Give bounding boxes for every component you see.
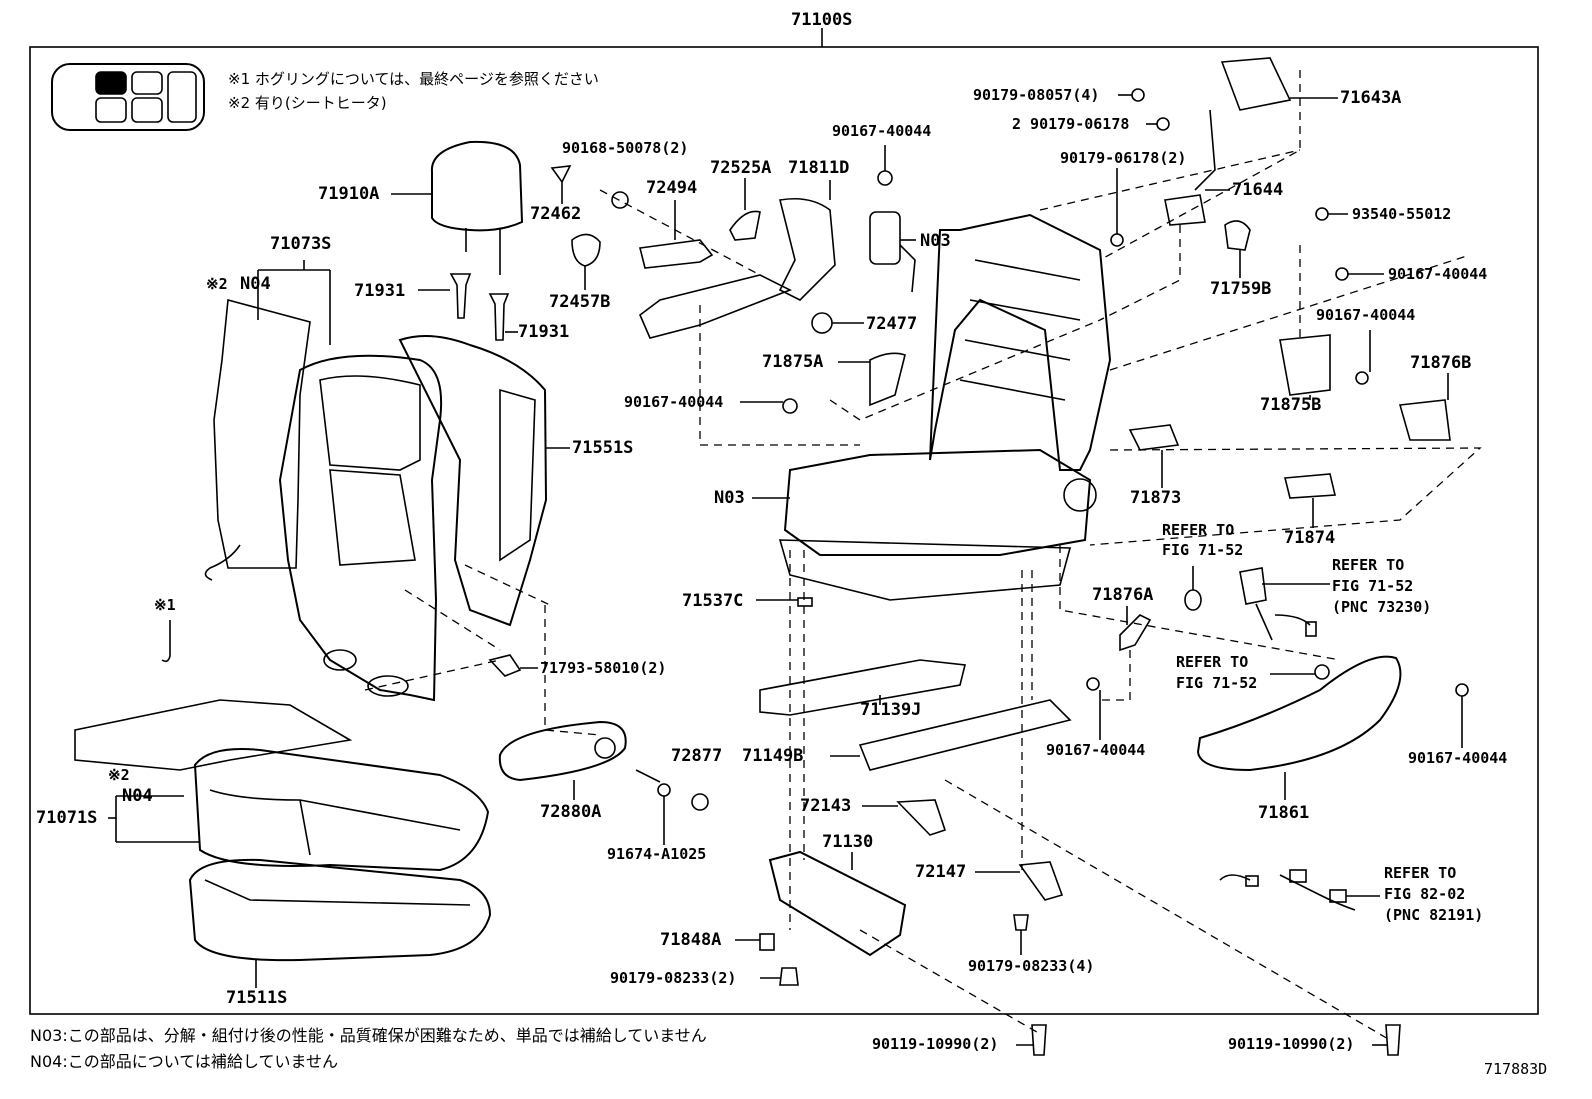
headrest-shape [391, 140, 524, 275]
part-71551S: 71551S [572, 438, 634, 458]
part-71931-a: 71931 [354, 281, 406, 301]
part-72147: 72147 [915, 862, 967, 882]
seat-back [278, 354, 443, 702]
refer-to-4: REFER TO [1384, 864, 1457, 882]
figure-code: 717883D [1484, 1060, 1548, 1078]
note-bottom-n04: N04:この部品については補給していません [30, 1052, 338, 1071]
back-heater-pad [213, 298, 311, 569]
part-90167-40044-g: 90167-40044 [832, 122, 932, 140]
part-71793-58010: 71793-58010(2) [540, 659, 667, 677]
seat-adjuster [768, 850, 907, 957]
part-72143: 72143 [800, 796, 852, 816]
armrest [498, 720, 627, 782]
part-71139J: 71139J [860, 700, 922, 720]
seat-frame [778, 213, 1112, 601]
cushion-pad [188, 858, 492, 962]
part-N04-cushion: N04 [122, 786, 153, 806]
part-90119-10990-a: 90119-10990(2) [872, 1035, 999, 1053]
part-71875B: 71875B [1260, 395, 1322, 415]
refer-to-4-pnc: (PNC 82191) [1384, 906, 1484, 924]
cushion-heater-mat [74, 699, 353, 771]
part-72462: 72462 [530, 204, 582, 224]
part-90179-06178-b: 90179-06178(2) [1060, 149, 1187, 167]
seat-position-icon [51, 63, 205, 131]
part-90179-08057: 90179-08057(4) [973, 86, 1100, 104]
part-71876B: 71876B [1410, 353, 1472, 373]
part-71910A: 71910A [318, 184, 380, 204]
part-72877: 72877 [671, 746, 723, 766]
refer-to-4-fig: FIG 82-02 [1384, 885, 1466, 903]
part-71643A: 71643A [1340, 88, 1402, 108]
part-71874: 71874 [1284, 528, 1336, 548]
part-71861: 71861 [1258, 803, 1310, 823]
refer-to-2-pnc: (PNC 73230) [1332, 598, 1432, 616]
seat-rail-upper [759, 659, 966, 716]
main-part-label: 71100S [791, 10, 853, 30]
part-90167-40044-b: 90167-40044 [1316, 306, 1416, 324]
note-top-2: ※2 有り(シートヒータ) [228, 94, 387, 112]
ref-mark-2-b: ※2 [108, 766, 130, 784]
part-N03-airbag: N03 [920, 231, 951, 251]
part-91674-A1025: 91674-A1025 [607, 845, 707, 863]
part-72525A: 72525A [710, 158, 772, 178]
seat-rail-lower [858, 699, 1072, 771]
part-71073S: 71073S [270, 234, 332, 254]
part-71511S: 71511S [226, 988, 288, 1008]
refer-to-3: REFER TO [1176, 653, 1249, 671]
refer-to-1: REFER TO [1162, 521, 1235, 539]
part-90168-50078: 90168-50078(2) [562, 139, 689, 157]
part-71848A: 71848A [660, 930, 722, 950]
note-top-1: ※1 ホグリングについては、最終ページを参照ください [228, 70, 599, 88]
part-71644: 71644 [1232, 180, 1284, 200]
refer-to-3-fig: FIG 71-52 [1176, 674, 1258, 692]
side-shield [1196, 655, 1402, 772]
part-72477: 72477 [866, 314, 918, 334]
seat-back-cover [398, 335, 548, 627]
part-N04-back: N04 [240, 274, 271, 294]
part-90167-40044-f: 90167-40044 [624, 393, 724, 411]
part-71130: 71130 [822, 832, 874, 852]
seat-belt-buckle [1239, 567, 1267, 605]
part-90119-10990-b: 90119-10990(2) [1228, 1035, 1355, 1053]
refer-to-1-fig: FIG 71-52 [1162, 541, 1244, 559]
part-71811D: 71811D [788, 158, 850, 178]
part-72457B: 72457B [549, 292, 611, 312]
part-71873: 71873 [1130, 488, 1182, 508]
part-90167-40044-a: 90167-40044 [1388, 265, 1488, 283]
part-90167-40044-d: 90167-40044 [1046, 741, 1146, 759]
part-71876A: 71876A [1092, 585, 1154, 605]
part-90179-06178-a: 2 90179-06178 [1012, 115, 1130, 133]
seat-cushion [193, 748, 490, 872]
ref-mark-2-a: ※2 [206, 275, 228, 293]
part-71931-b: 71931 [518, 322, 570, 342]
ref-mark-1: ※1 [154, 596, 176, 614]
refer-to-2-fig: FIG 71-52 [1332, 577, 1414, 595]
wire-harness [1219, 874, 1356, 911]
note-bottom-n03: N03:この部品は、分解・組付け後の性能・品質確保が困難なため、単品では補給して… [30, 1026, 707, 1045]
part-90167-40044-e: 90167-40044 [1408, 749, 1508, 767]
part-71071S: 71071S [36, 808, 98, 828]
part-71875A: 71875A [762, 352, 824, 372]
part-90179-08233-2: 90179-08233(2) [610, 969, 737, 987]
part-93540-55012: 93540-55012 [1352, 205, 1452, 223]
refer-to-2: REFER TO [1332, 556, 1405, 574]
part-72494: 72494 [646, 178, 698, 198]
part-N03-frame: N03 [714, 488, 745, 508]
part-71537C: 71537C [682, 591, 744, 611]
part-71149B: 71149B [742, 746, 804, 766]
part-72880A: 72880A [540, 802, 602, 822]
diagram-frame [29, 46, 1539, 1015]
part-71759B: 71759B [1210, 279, 1272, 299]
part-90179-08233-4: 90179-08233(4) [968, 957, 1095, 975]
